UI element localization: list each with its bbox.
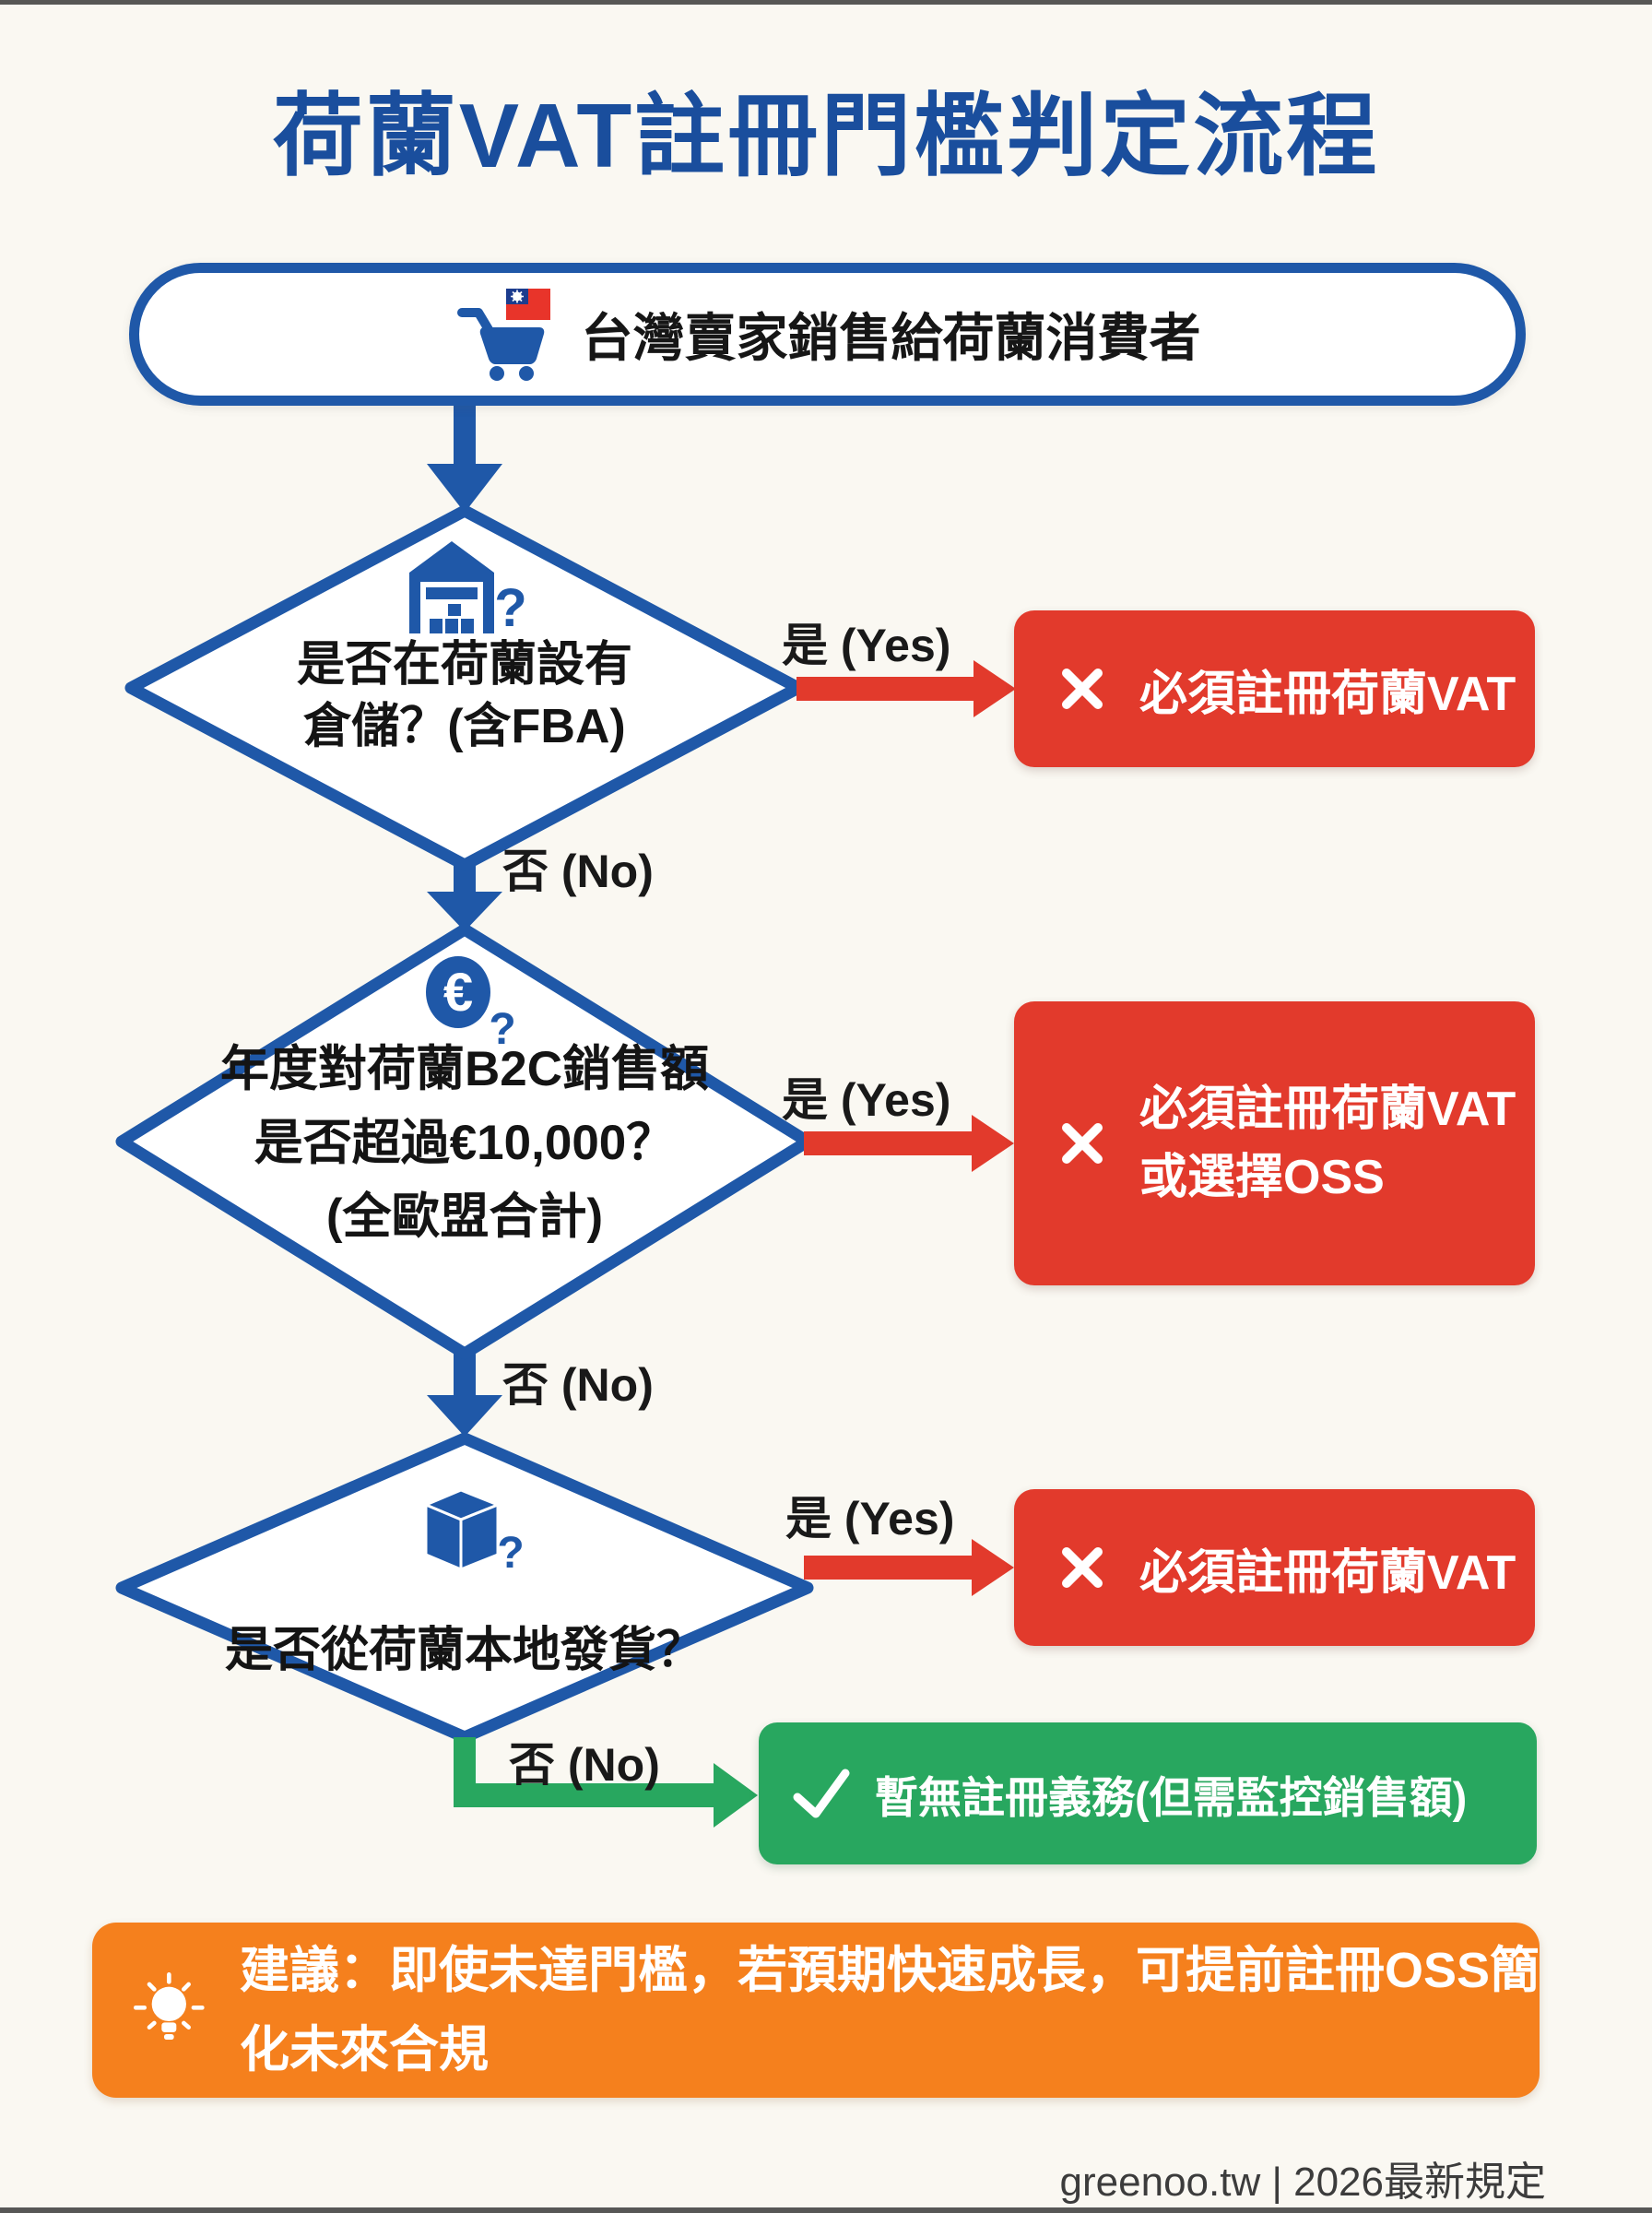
shopping-cart-taiwan-flag-icon	[456, 288, 550, 381]
arrow-decision3-yes	[804, 1539, 1014, 1596]
decision1-line1: 是否在荷蘭設有	[296, 638, 632, 692]
lightbulb-icon	[133, 1972, 205, 2040]
result2-line1: 必須註冊荷蘭VAT	[1139, 1083, 1516, 1136]
decision1-question: 是否在荷蘭設有 倉儲？(含FBA)	[131, 634, 798, 758]
bottom-edge-line	[0, 2207, 1652, 2213]
decision2-diamond	[115, 923, 814, 1360]
arrow-decision1-yes	[796, 660, 1016, 717]
x-mark-icon	[1062, 1547, 1103, 1588]
decision1-yes-label: 是 (Yes)	[782, 620, 951, 671]
decision1-no-label: 否 (No)	[502, 846, 654, 897]
x-mark-icon	[1062, 669, 1103, 709]
check-mark-icon	[793, 1769, 850, 1818]
start-node-label: 台灣賣家銷售給荷蘭消費者	[581, 309, 1201, 367]
result3-text: 必須註冊荷蘭VAT	[1139, 1545, 1516, 1600]
decision1-diamond	[124, 504, 805, 871]
arrow-decision1-to-decision2	[427, 865, 502, 931]
decision1-line2: 倉儲？(含FBA)	[303, 700, 626, 753]
arrow-decision3-no-elbow	[454, 1737, 758, 1828]
decision2-question: 年度對荷蘭B2C銷售額 是否超過€10,000？ (全歐盟合計)	[122, 1033, 808, 1254]
result4-no-obligation: 暫無註冊義務(但需監控銷售額)	[759, 1722, 1537, 1864]
result1-must-register: 必須註冊荷蘭VAT	[1014, 610, 1535, 767]
svg-text:?: ?	[489, 1005, 515, 1047]
footer-credit: greenoo.tw | 2026最新規定	[1059, 2160, 1546, 2205]
top-edge-line	[0, 0, 1652, 5]
decision3-line1: 是否從荷蘭本地發貨？	[224, 1624, 704, 1677]
decision2-line1: 年度對荷蘭B2C銷售額	[219, 1042, 710, 1096]
warehouse-icon: ?	[409, 541, 527, 638]
package-icon: ?	[422, 1488, 525, 1578]
svg-text:?: ?	[497, 1529, 524, 1578]
result4-text: 暫無註冊義務(但需監控銷售額)	[875, 1772, 1468, 1822]
arrow-decision2-yes	[804, 1115, 1014, 1172]
result3-must-register: 必須註冊荷蘭VAT	[1014, 1489, 1535, 1646]
page-title: 荷蘭VAT註冊門檻判定流程	[272, 85, 1380, 186]
euro-icon: € ?	[426, 956, 516, 1047]
start-node: 台灣賣家銷售給荷蘭消費者	[129, 263, 1526, 406]
decision3-no-label: 否 (No)	[509, 1739, 660, 1791]
advice-line1: 建議：即使未達門檻，若預期快速成長，可提前註冊OSS簡	[239, 1943, 1540, 1998]
result1-text: 必須註冊荷蘭VAT	[1139, 667, 1516, 721]
x-mark-icon	[1062, 1123, 1103, 1164]
decision2-line3: (全歐盟合計)	[325, 1189, 604, 1244]
decision3-question: 是否從荷蘭本地發貨？	[131, 1621, 798, 1680]
result2-line2: 或選擇OSS	[1139, 1151, 1385, 1204]
advice-line2: 化未來合規	[239, 2022, 489, 2077]
svg-text:?: ?	[494, 578, 526, 638]
decision3-yes-label: 是 (Yes)	[785, 1493, 955, 1544]
result2-must-register-or-oss: 必須註冊荷蘭VAT 或選擇OSS	[1014, 1001, 1535, 1285]
advice-banner: 建議：即使未達門檻，若預期快速成長，可提前註冊OSS簡 化未來合規	[92, 1923, 1540, 2098]
decision2-no-label: 否 (No)	[502, 1359, 654, 1411]
decision2-line2: 是否超過€10,000？	[254, 1116, 676, 1170]
arrow-start-to-decision1	[427, 403, 502, 513]
taiwan-flag	[505, 288, 550, 320]
arrow-decision2-to-decision3	[427, 1354, 502, 1437]
svg-text:€: €	[443, 963, 473, 1023]
decision2-yes-label: 是 (Yes)	[782, 1074, 951, 1126]
